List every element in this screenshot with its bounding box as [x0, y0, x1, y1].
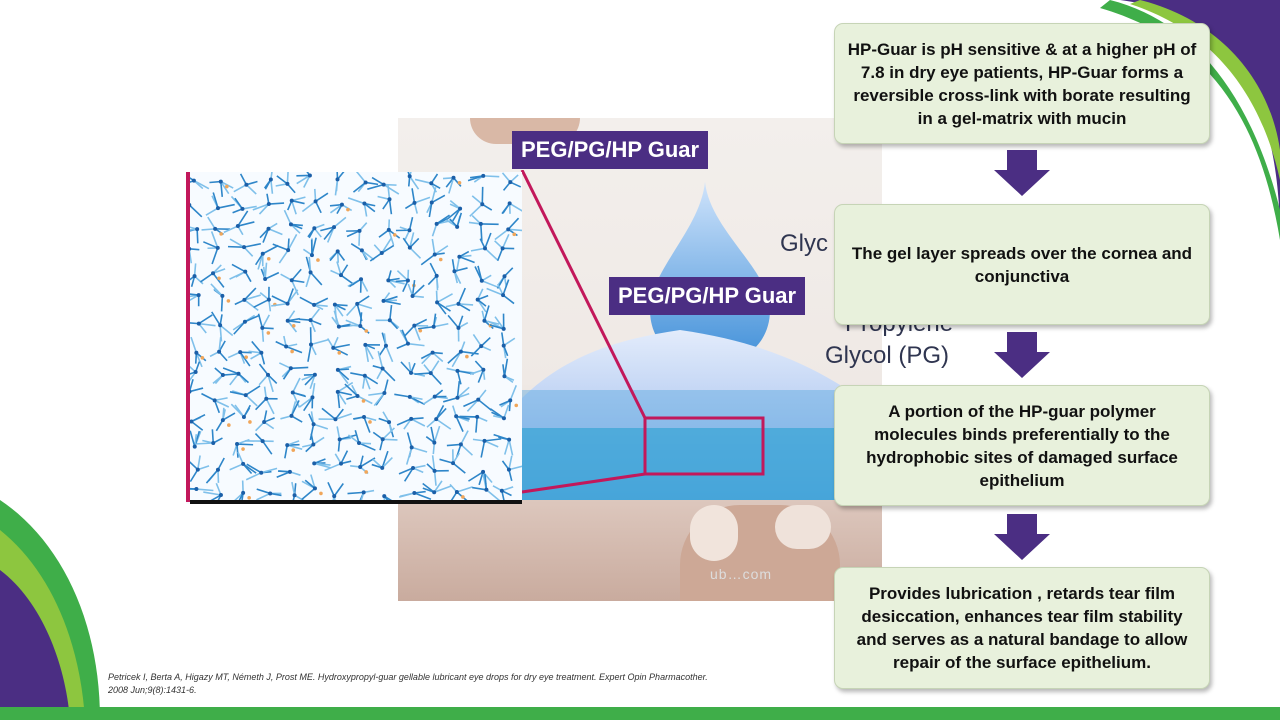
zoom-frame-edge: [190, 500, 522, 504]
flow-step-box: HP-Guar is pH sensitive & at a higher pH…: [834, 23, 1210, 144]
flow-step-text: Provides lubrication , retards tear film…: [856, 584, 1188, 672]
peg-pg-hp-guar-label: PEG/PG/HP Guar: [512, 131, 709, 169]
flow-step-text: HP-Guar is pH sensitive & at a higher pH…: [847, 39, 1197, 128]
flow-step-text: A portion of the HP-guar polymer molecul…: [866, 401, 1178, 490]
flow-step-text: The gel layer spreads over the cornea an…: [851, 243, 1193, 286]
background-text-fragment: Glyc: [780, 230, 828, 257]
corner-swoosh-decoration: [0, 500, 100, 720]
drop-illustration: [520, 170, 840, 500]
citation-text: Petricek I, Berta A, Higazy MT, Németh J…: [108, 672, 708, 695]
photo-watermark: ub…com: [710, 566, 773, 582]
flow-step-box: A portion of the HP-guar polymer molecul…: [834, 385, 1210, 506]
down-arrow-icon: [994, 514, 1050, 560]
down-arrow-icon: [994, 150, 1050, 196]
flow-step-box: Provides lubrication , retards tear film…: [834, 567, 1210, 689]
polymer-network-image: [186, 172, 522, 504]
footer-bar: [0, 707, 1280, 720]
peg-pg-hp-guar-label: PEG/PG/HP Guar: [609, 277, 806, 315]
zoom-frame-edge: [186, 172, 190, 502]
down-arrow-icon: [994, 332, 1050, 378]
flow-step-box: The gel layer spreads over the cornea an…: [834, 204, 1210, 325]
background-text-fragment: Glycol (PG): [825, 342, 950, 369]
fingernail-image: [690, 505, 738, 561]
fingernail-image: [775, 505, 831, 549]
